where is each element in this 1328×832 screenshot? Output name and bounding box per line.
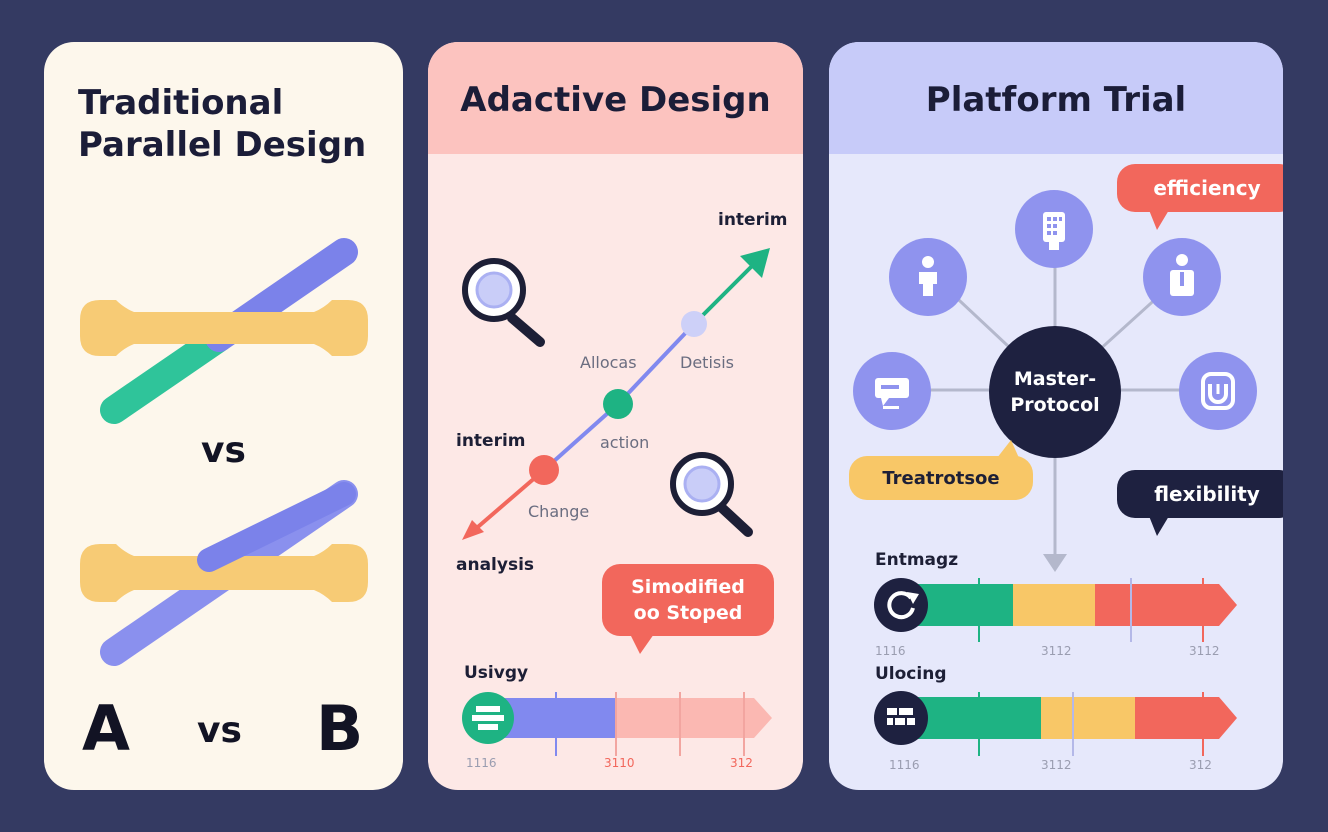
adaptive-path-illustration bbox=[462, 248, 772, 756]
platform-timeline-2-tick-3: 312 bbox=[1189, 758, 1212, 772]
platform-timeline-1-tick-2: 3112 bbox=[1041, 644, 1072, 658]
path-blue bbox=[542, 402, 620, 472]
platform-timeline-1-tick-3: 3112 bbox=[1189, 644, 1220, 658]
adaptive-header-band bbox=[428, 42, 803, 154]
node-person bbox=[889, 238, 967, 316]
path-green bbox=[692, 258, 760, 326]
label-action: action bbox=[600, 433, 650, 452]
yellow-bar-bottom bbox=[80, 544, 368, 602]
label-interim-top: interim bbox=[718, 210, 788, 230]
red-arrowhead bbox=[462, 520, 484, 540]
node-chat bbox=[853, 352, 931, 430]
platform-timeline-2-tick-2: 3112 bbox=[1041, 758, 1072, 772]
master-protocol-hub: Master- Protocol bbox=[989, 326, 1121, 458]
doctor-icon bbox=[1170, 254, 1194, 296]
label-change: Change bbox=[528, 502, 590, 521]
node-change bbox=[529, 455, 559, 485]
node-magnet bbox=[1179, 352, 1257, 430]
platform-title: Platform Trial bbox=[925, 80, 1187, 120]
vs-middle-label: vs bbox=[201, 430, 246, 471]
magnifier-icon-top bbox=[462, 258, 545, 347]
callout-line1: Simodified bbox=[631, 576, 745, 598]
person-icon bbox=[919, 256, 937, 296]
chat-icon bbox=[875, 378, 909, 409]
change-path-red bbox=[470, 468, 546, 534]
adaptive-title: Adactive Design bbox=[460, 80, 771, 120]
platform-timeline-1-label: Entmagz bbox=[875, 550, 959, 570]
traditional-parallel-panel: Traditional Parallel Design vs A vs B bbox=[44, 42, 403, 790]
magnet-icon bbox=[1201, 372, 1235, 410]
platform-header-band bbox=[829, 42, 1283, 154]
platform-network-lines bbox=[874, 226, 1237, 756]
platform-timeline-1-tick-1: 1116 bbox=[875, 644, 906, 658]
timeline-label: Usivgy bbox=[464, 663, 529, 683]
traditional-title-line1: Traditional bbox=[78, 83, 284, 123]
refresh-icon bbox=[887, 591, 919, 620]
parallel-arms-illustration bbox=[80, 238, 368, 666]
yellow-bar-top bbox=[80, 300, 368, 356]
node-device bbox=[1015, 190, 1093, 268]
adaptive-design-panel: Adactive Design bbox=[428, 42, 803, 790]
green-arm-bar bbox=[100, 324, 233, 424]
treatment-bubble: Treatrotsoe bbox=[849, 440, 1033, 500]
hub-line2: Protocol bbox=[1010, 394, 1100, 416]
grid-icon bbox=[887, 708, 915, 725]
treatment-text: Treatrotsoe bbox=[882, 467, 1000, 489]
arm-b-label: B bbox=[316, 692, 364, 765]
device-icon bbox=[1043, 212, 1065, 250]
label-detisis: Detisis bbox=[680, 353, 734, 372]
flexibility-bubble: flexibility bbox=[1117, 470, 1283, 536]
traditional-title: Traditional Parallel Design bbox=[78, 82, 366, 166]
flexibility-text: flexibility bbox=[1154, 482, 1260, 506]
timeline-pink-segment bbox=[616, 698, 772, 738]
node-action bbox=[603, 389, 633, 419]
path-blue-upper bbox=[616, 322, 696, 406]
node-decision bbox=[681, 311, 707, 337]
down-arrowhead bbox=[1043, 554, 1067, 572]
traditional-title-line2: Parallel Design bbox=[78, 125, 367, 165]
timeline-tick-2: 3110 bbox=[604, 756, 635, 770]
label-analysis: analysis bbox=[456, 555, 535, 575]
platform-trial-panel: Platform Trial bbox=[829, 42, 1283, 790]
magnifier-icon-bottom bbox=[670, 452, 753, 537]
efficiency-text: efficiency bbox=[1153, 176, 1261, 200]
timeline-tick-3: 312 bbox=[730, 756, 753, 770]
brick-icon bbox=[472, 706, 504, 730]
vs-bottom-label: vs bbox=[197, 710, 242, 751]
platform-timeline-2-label: Ulocing bbox=[875, 664, 947, 684]
hub-line1: Master- bbox=[1013, 368, 1097, 390]
blue-arm-bar-overlay bbox=[197, 482, 356, 572]
label-allocas: Allocas bbox=[580, 353, 637, 372]
arm-a-label: A bbox=[82, 692, 130, 765]
platform-timeline-1 bbox=[874, 578, 1237, 642]
platform-timeline-2-tick-1: 1116 bbox=[889, 758, 920, 772]
modified-stopped-callout: Simodified oo Stoped bbox=[602, 564, 774, 654]
green-arrowhead bbox=[740, 248, 770, 278]
timeline-tick-1: 1116 bbox=[466, 756, 497, 770]
node-doctor bbox=[1143, 238, 1221, 316]
label-interim-left: interim bbox=[456, 431, 526, 451]
callout-line2: oo Stoped bbox=[633, 602, 743, 624]
platform-timeline-2 bbox=[874, 691, 1237, 756]
efficiency-bubble: efficiency bbox=[1117, 164, 1283, 230]
